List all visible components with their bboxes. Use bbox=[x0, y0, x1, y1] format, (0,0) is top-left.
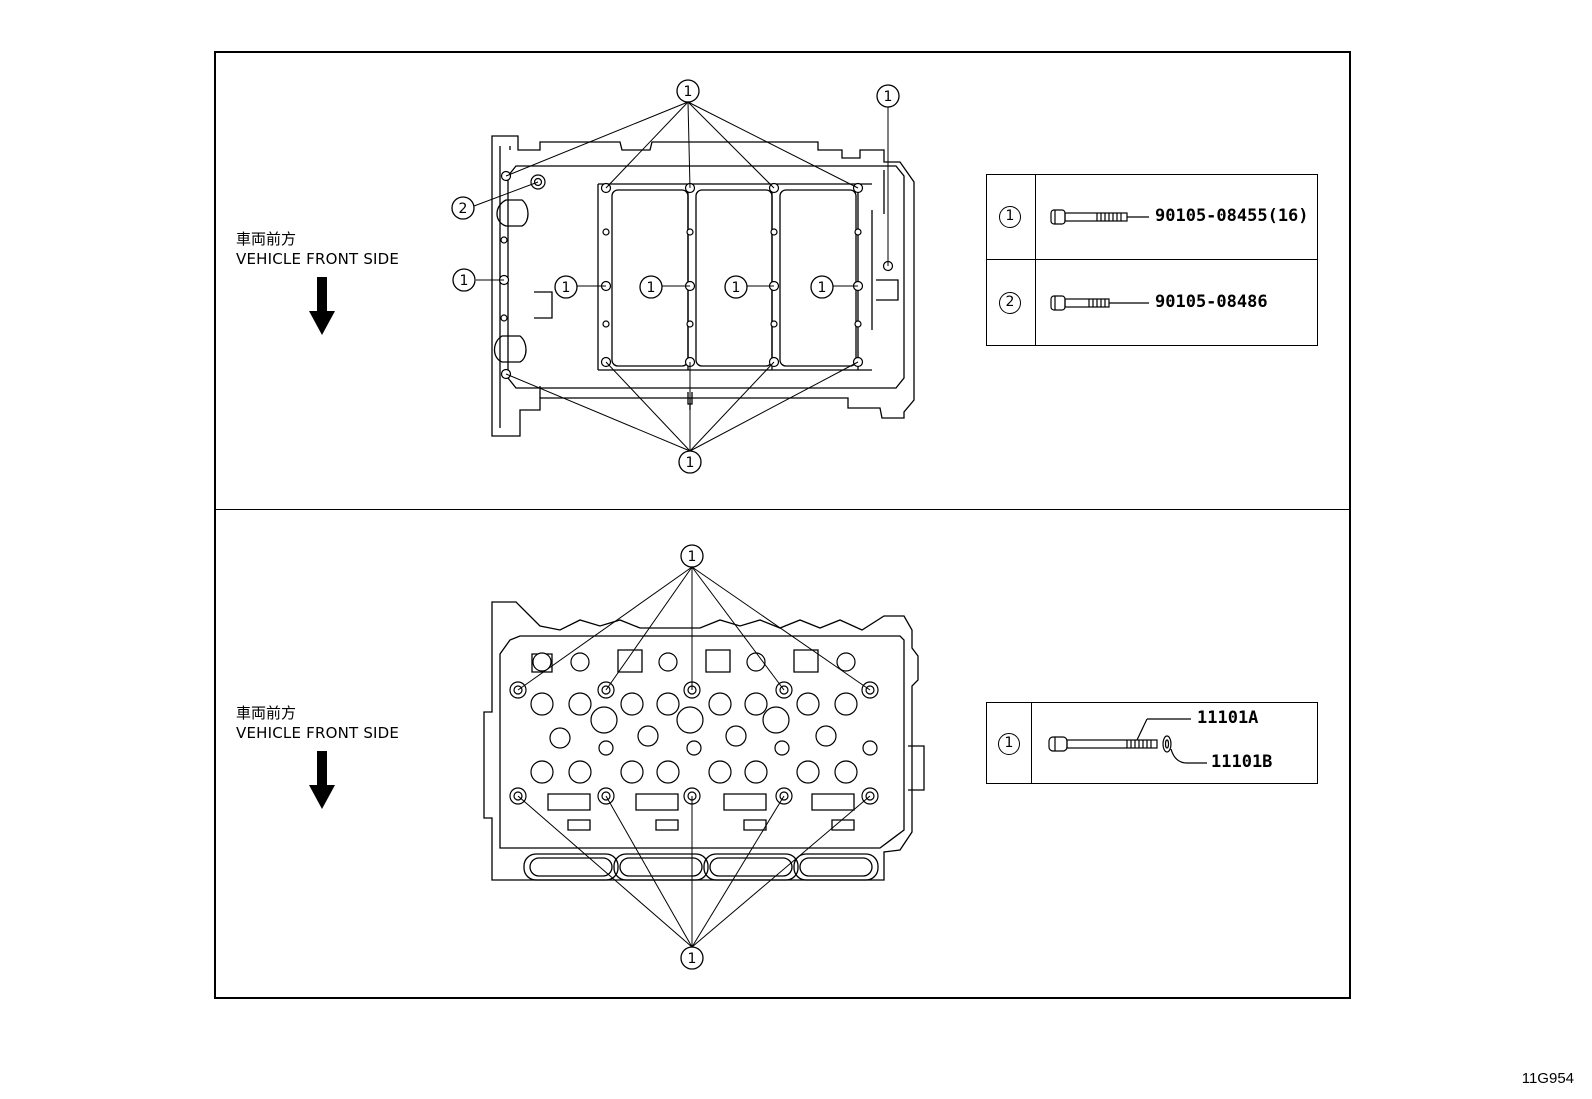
head-hole bbox=[744, 760, 768, 784]
svg-text:2: 2 bbox=[459, 201, 468, 217]
direction-label-bottom: 車両前方 VEHICLE FRONT SIDE bbox=[236, 703, 399, 743]
head-hole bbox=[549, 727, 571, 749]
head-hole bbox=[532, 652, 552, 672]
callout-1: 1 bbox=[724, 275, 748, 299]
bolt-hole bbox=[602, 228, 610, 236]
svg-text:1: 1 bbox=[684, 84, 693, 100]
bolt-hole bbox=[500, 236, 508, 244]
svg-text:1: 1 bbox=[647, 280, 656, 296]
head-hole bbox=[708, 760, 732, 784]
head-hole bbox=[796, 760, 820, 784]
head-hole bbox=[744, 692, 768, 716]
callout-1-badge: 1 bbox=[998, 733, 1020, 755]
head-hole bbox=[570, 652, 590, 672]
down-arrow-icon bbox=[309, 751, 335, 809]
direction-label-en: VEHICLE FRONT SIDE bbox=[236, 724, 400, 742]
head-hole bbox=[620, 760, 644, 784]
bolt-hole bbox=[686, 228, 694, 236]
part-number-label: 90105-08455(16) bbox=[1155, 206, 1309, 226]
head-hole bbox=[637, 725, 659, 747]
head-hole bbox=[836, 652, 856, 672]
head-hole bbox=[598, 740, 614, 756]
callout-1: 1 bbox=[676, 79, 700, 103]
head-hole bbox=[708, 692, 732, 716]
figure-id: 11G954 bbox=[1521, 1070, 1574, 1087]
head-hole bbox=[676, 706, 704, 734]
bolt-hole bbox=[854, 228, 862, 236]
part-number-a-label: 11101A bbox=[1197, 708, 1259, 728]
head-hole bbox=[796, 692, 820, 716]
head-hole bbox=[568, 692, 592, 716]
bolt-hole bbox=[500, 314, 508, 322]
direction-label-en: VEHICLE FRONT SIDE bbox=[236, 250, 400, 268]
legend-table-top: 1 90105-08455(16) 2 90105-08486 bbox=[986, 174, 1318, 346]
callout-2-badge: 2 bbox=[999, 292, 1021, 314]
part-number-label: 90105-08486 bbox=[1155, 292, 1268, 312]
svg-text:1: 1 bbox=[884, 89, 893, 105]
svg-text:1: 1 bbox=[686, 455, 695, 471]
panel-divider bbox=[214, 509, 1351, 510]
head-hole bbox=[658, 652, 678, 672]
head-hole bbox=[620, 692, 644, 716]
head-hole bbox=[530, 760, 554, 784]
direction-label-top: 車両前方 VEHICLE FRONT SIDE bbox=[236, 229, 399, 269]
head-hole bbox=[686, 740, 702, 756]
head-hole bbox=[774, 740, 790, 756]
legend-table-bottom: 1 11101A 11101B bbox=[986, 702, 1318, 784]
bolt-hole bbox=[770, 228, 778, 236]
svg-text:1: 1 bbox=[688, 549, 697, 565]
down-arrow-icon bbox=[309, 277, 335, 335]
head-hole bbox=[834, 692, 858, 716]
svg-text:1: 1 bbox=[818, 280, 827, 296]
callout-1: 1 bbox=[452, 268, 476, 292]
head-hole bbox=[746, 652, 766, 672]
head-hole bbox=[568, 760, 592, 784]
callout-1: 1 bbox=[680, 544, 704, 568]
svg-text:1: 1 bbox=[732, 280, 741, 296]
head-hole bbox=[834, 760, 858, 784]
svg-text:1: 1 bbox=[460, 273, 469, 289]
bolt-icon bbox=[1050, 209, 1149, 225]
head-hole bbox=[815, 725, 837, 747]
svg-text:1: 1 bbox=[562, 280, 571, 296]
head-hole bbox=[590, 706, 618, 734]
callout-1-badge: 1 bbox=[999, 206, 1021, 228]
callout-1: 1 bbox=[810, 275, 834, 299]
callout-1: 1 bbox=[639, 275, 663, 299]
svg-text:1: 1 bbox=[688, 951, 697, 967]
head-hole bbox=[530, 692, 554, 716]
bolt-hole bbox=[854, 320, 862, 328]
head-hole bbox=[725, 725, 747, 747]
callout-1: 1 bbox=[680, 946, 704, 970]
head-hole bbox=[862, 740, 878, 756]
callout-1: 1 bbox=[554, 275, 578, 299]
callout-1: 1 bbox=[678, 450, 702, 474]
head-hole bbox=[656, 692, 680, 716]
bolt-icon bbox=[1050, 295, 1149, 311]
direction-label-jp: 車両前方 bbox=[236, 230, 297, 248]
callout-1: 1 bbox=[876, 84, 900, 108]
head-hole bbox=[762, 706, 790, 734]
bolt-washer-icon bbox=[1048, 718, 1207, 764]
direction-label-jp: 車両前方 bbox=[236, 704, 297, 722]
part-number-b-label: 11101B bbox=[1211, 752, 1273, 772]
callout-2: 2 bbox=[451, 196, 475, 220]
head-hole bbox=[656, 760, 680, 784]
bolt-hole bbox=[770, 320, 778, 328]
bolt-hole bbox=[686, 320, 694, 328]
bolt-hole bbox=[602, 320, 610, 328]
diagram-frame bbox=[214, 51, 1351, 999]
